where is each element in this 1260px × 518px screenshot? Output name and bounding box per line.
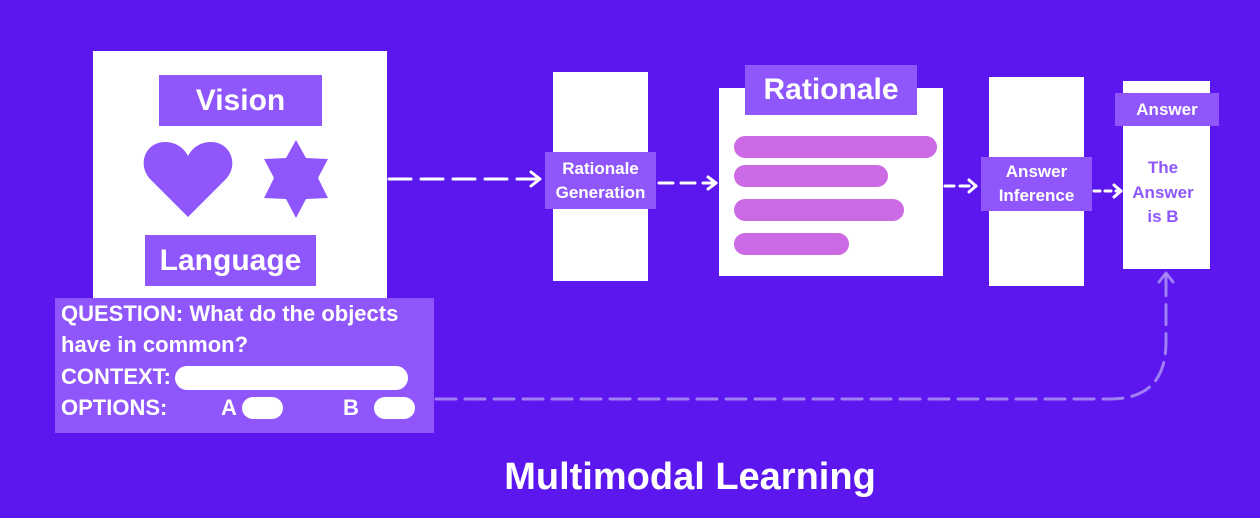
answer-inference-label: Answer Inference [981, 157, 1092, 211]
question-line-1: QUESTION: What do the objects [61, 301, 399, 326]
rationale-line-4 [734, 233, 849, 255]
heart-icon [143, 142, 233, 217]
answer-label: Answer [1115, 93, 1219, 126]
answer-text: The Answer is B [1123, 156, 1203, 230]
option-b-pill [374, 397, 415, 419]
vision-label: Vision [159, 75, 322, 126]
context-label: CONTEXT: [61, 364, 171, 389]
star-icon [264, 140, 328, 218]
rationale-generation-label-line2: Generation [555, 182, 646, 202]
options-label: OPTIONS: [61, 395, 168, 420]
arrow-question-to-answer [434, 271, 1175, 401]
rationale-generation-label: Rationale Generation [545, 152, 656, 209]
arrow-inference-to-answer [1092, 183, 1123, 199]
rationale-line-2 [734, 165, 888, 187]
answer-inference-label-line2: Inference [998, 186, 1075, 205]
context-field [175, 366, 408, 390]
caption: Multimodal Learning [504, 456, 876, 498]
question-line-2: have in common? [61, 332, 249, 357]
answer-inference-label-line1: Answer [1005, 162, 1068, 181]
rationale-line-1 [734, 136, 937, 158]
language-label: Language [145, 235, 316, 286]
answer-text-line2: Answer [1132, 182, 1194, 202]
option-a-label: A [221, 395, 237, 420]
rationale-line-3 [734, 199, 904, 221]
rationale-title: Rationale [745, 65, 917, 115]
arrow-rationale-to-inference [943, 178, 978, 194]
arrow-input-to-rationale-generation [387, 170, 542, 188]
rationale-generation-label-line1: Rationale [562, 158, 639, 178]
answer-text-line3: is B [1147, 207, 1179, 226]
option-b-label: B [343, 395, 359, 420]
option-a-pill [242, 397, 283, 419]
answer-text-line1: The [1147, 158, 1179, 177]
arrow-generation-to-rationale [657, 175, 718, 191]
